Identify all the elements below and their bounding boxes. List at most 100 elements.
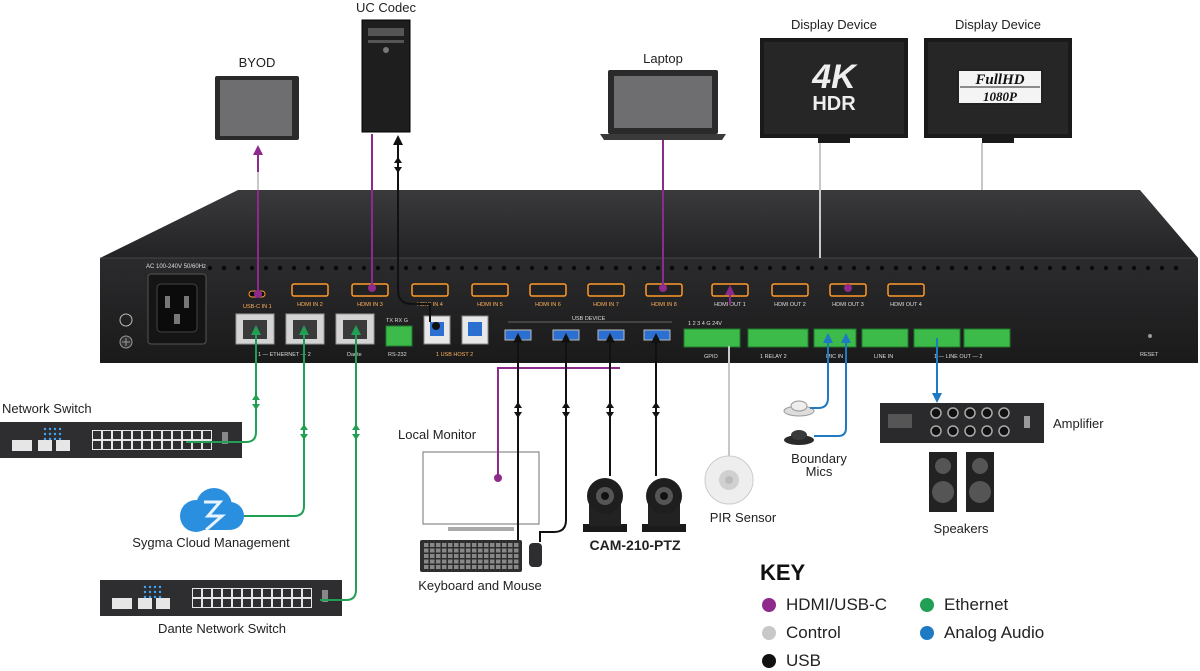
- reset-label: RESET: [1140, 352, 1159, 358]
- hdmi-input-port: HDMI IN 7: [587, 283, 625, 308]
- speakers-label: Speakers: [933, 521, 989, 536]
- display-device-4k: [760, 38, 908, 143]
- line-in-label: LINE IN: [874, 354, 893, 360]
- hdmi-input-label: HDMI IN 3: [357, 302, 383, 308]
- pir-sensor-icon: [704, 455, 754, 505]
- key-item-control: Control: [762, 623, 841, 643]
- badge-4k: 4K: [811, 58, 858, 96]
- usbc-label: USB-C IN 1: [243, 304, 272, 310]
- gpio-label: GPIO: [704, 354, 718, 360]
- boundary-mics-label: Boundary Mics: [791, 451, 847, 479]
- usb-device-label: USB DEVICE: [572, 316, 606, 322]
- ethernet-label: 1 — ETHERNET — 2: [258, 352, 311, 358]
- local-monitor-label: Local Monitor: [398, 427, 477, 442]
- usb-device-2-line: [539, 333, 571, 542]
- audio-color-dot: [920, 626, 934, 640]
- rs232-terminal: TX RX G RS-232: [385, 318, 413, 358]
- hdmi-input-label: HDMI IN 6: [535, 302, 561, 308]
- uc-codec-label: UC Codec: [356, 0, 416, 15]
- relay-terminal: 1 RELAY 2: [747, 328, 809, 360]
- key-title: KEY: [760, 560, 806, 585]
- amplifier-label: Amplifier: [1053, 416, 1104, 431]
- usb-host-label: 1 USB HOST 2: [436, 352, 473, 358]
- power-label: AC 100-240V 50/60Hz: [146, 264, 206, 270]
- camera-label: CAM-210-PTZ: [589, 537, 681, 553]
- rs232-label: RS-232: [388, 352, 407, 358]
- badge-hdr: HDR: [812, 93, 856, 115]
- mic-2-audio-line: [814, 333, 851, 437]
- matrix-chassis: [100, 190, 1198, 363]
- ethernet-color-dot: [920, 598, 934, 612]
- key-item-audio: Analog Audio: [920, 623, 1044, 643]
- monitor-hdmi-line: [497, 290, 730, 478]
- usb-host-ports: 1 USB HOST 2: [423, 315, 489, 358]
- key-label-usb: USB: [786, 651, 821, 670]
- local-monitor: [422, 451, 540, 531]
- uc-codec-tower: [361, 19, 411, 133]
- laptop-label: Laptop: [643, 51, 683, 66]
- key-item-ethernet: Ethernet: [920, 595, 1008, 615]
- hdmi-output-label: HDMI OUT 3: [832, 302, 864, 308]
- badge-fullhd: FullHD: [974, 72, 1024, 88]
- hdmi-input-label: HDMI IN 5: [477, 302, 503, 308]
- network-switch-label: Network Switch: [2, 401, 92, 416]
- mic-in-label: MIC IN: [826, 354, 843, 360]
- hdmi-input-label: HDMI IN 2: [297, 302, 323, 308]
- rs232-pins: TX RX G: [386, 318, 408, 324]
- laptop: [600, 70, 726, 140]
- control-connections: [257, 143, 983, 456]
- pir-sensor-label: PIR Sensor: [709, 510, 777, 525]
- amplifier-unit: [880, 403, 1044, 443]
- badge-1080p: 1080P: [983, 89, 1018, 104]
- power-inlet: AC 100-240V 50/60Hz: [146, 264, 207, 345]
- mic-1-audio-line: [810, 333, 833, 409]
- hdmi-output-label: HDMI OUT 4: [890, 302, 922, 308]
- cloud-label: Sygma Cloud Management: [132, 535, 290, 550]
- network-switch: [0, 422, 242, 458]
- ptz-camera: [583, 478, 686, 532]
- hdmi-output-port: HDMI OUT 4: [887, 283, 925, 308]
- display-device-2-label: Display Device: [955, 17, 1041, 32]
- display-device-fullhd: [924, 38, 1072, 143]
- byod-tablet: [215, 76, 299, 140]
- usb-color-dot: [762, 654, 776, 668]
- hdmi-input-label: HDMI IN 7: [593, 302, 619, 308]
- monitor-hdmi-link: [498, 366, 730, 402]
- boundary-mic-icons: [783, 400, 815, 445]
- byod-label: BYOD: [238, 55, 276, 70]
- vent-holes: [207, 265, 1179, 271]
- control-color-dot: [762, 626, 776, 640]
- mouse-icon: [529, 543, 542, 567]
- key-item-usb: USB: [762, 651, 821, 671]
- reset-button: RESET: [1140, 334, 1159, 358]
- key-label-control: Control: [786, 623, 841, 642]
- dante-label: Dante: [347, 352, 362, 358]
- keyboard-icon: [420, 540, 522, 572]
- dante-network-switch: [100, 580, 342, 616]
- switch-ethernet-line: [186, 325, 261, 443]
- hdmi-input-port: HDMI IN 2: [291, 283, 329, 308]
- dante-ethernet-line: [320, 325, 361, 601]
- key-item-hdmi: HDMI/USB-C: [762, 595, 887, 615]
- gpio-pins: 1 2 3 4 G 24V: [688, 321, 722, 327]
- relay-label: 1 RELAY 2: [760, 354, 787, 360]
- key-label-hdmi: HDMI/USB-C: [786, 595, 888, 614]
- keyboard-mouse-label: Keyboard and Mouse: [418, 578, 542, 593]
- ground-screw-icon: [119, 313, 133, 349]
- display-device-1-label: Display Device: [791, 17, 877, 32]
- speaker-icons: [929, 452, 994, 512]
- bidirectional-arrows: [252, 157, 660, 440]
- key-label-ethernet: Ethernet: [944, 595, 1009, 614]
- codec-usb-line: [393, 135, 431, 322]
- hdmi-output-label: HDMI OUT 2: [774, 302, 806, 308]
- ethernet-connections: [186, 325, 361, 601]
- dante-switch-label: Dante Network Switch: [158, 621, 286, 636]
- hdmi-input-label: HDMI IN 8: [651, 302, 677, 308]
- key-label-audio: Analog Audio: [944, 623, 1045, 642]
- line-out-label: 1 — LINE OUT — 2: [934, 354, 983, 360]
- hdmi-output-port: HDMI OUT 2: [771, 283, 809, 308]
- cloud-icon: [180, 488, 244, 532]
- cloud-ethernet-line: [244, 325, 309, 517]
- hdmi-input-port: HDMI IN 5: [471, 283, 509, 308]
